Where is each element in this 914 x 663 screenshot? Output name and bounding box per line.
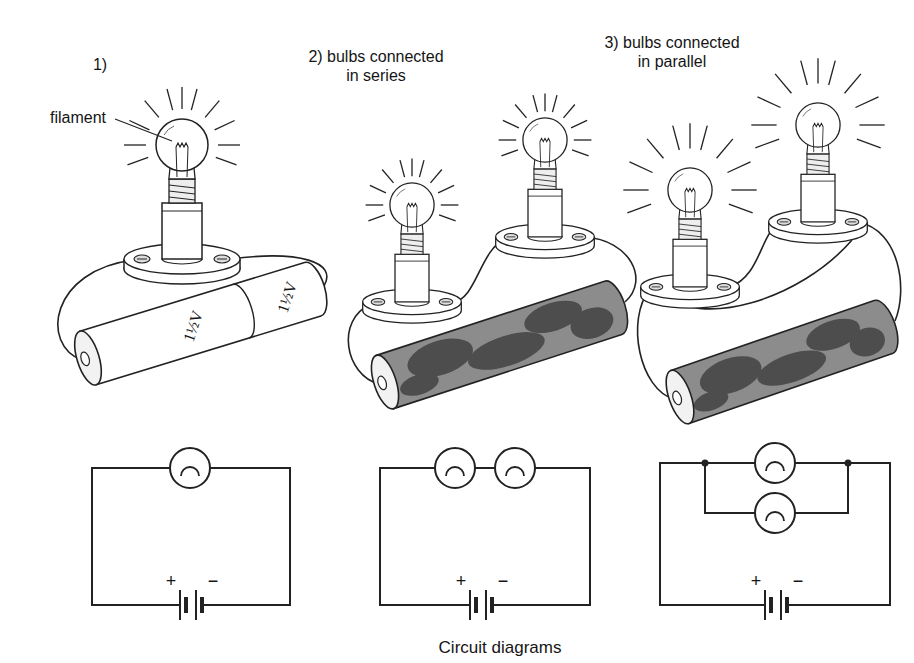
battery-terminal bbox=[79, 351, 91, 367]
leader-line bbox=[115, 119, 172, 141]
circuit-wire bbox=[705, 463, 755, 513]
lamp-symbol bbox=[170, 448, 210, 488]
shade bbox=[691, 387, 731, 416]
polarity-sign: − bbox=[793, 571, 804, 593]
battery-terminal bbox=[671, 390, 683, 406]
callout-number: 1) bbox=[93, 55, 107, 74]
circuit-wires bbox=[92, 463, 890, 605]
battery-symbol bbox=[180, 590, 202, 620]
lamp-symbol bbox=[755, 443, 795, 483]
lamp-symbol bbox=[435, 448, 475, 488]
lamp-symbol bbox=[755, 493, 795, 533]
battery-shading bbox=[682, 306, 889, 416]
bulb-on-holder bbox=[641, 168, 740, 308]
polarity-sign: − bbox=[208, 571, 219, 593]
battery-end bbox=[69, 328, 106, 388]
battery-symbol bbox=[765, 590, 787, 620]
cell-join bbox=[233, 281, 260, 338]
panel-heading: 3) bulbs connected in parallel bbox=[597, 33, 747, 71]
circuit-wire bbox=[787, 463, 890, 605]
polarity-sign: − bbox=[498, 571, 509, 593]
circuit-wire bbox=[660, 463, 765, 605]
panel-heading: 2) bulbs connected in series bbox=[301, 47, 451, 85]
shade bbox=[566, 302, 617, 344]
junction-dot bbox=[702, 460, 709, 467]
junction-dot bbox=[845, 460, 852, 467]
lamp-symbol bbox=[495, 448, 535, 488]
battery-body bbox=[671, 297, 904, 424]
circuit-wire bbox=[795, 463, 848, 513]
circuit-wire bbox=[202, 468, 290, 605]
polarity-sign: + bbox=[751, 571, 762, 593]
bulb-on-holder bbox=[363, 183, 462, 323]
circuit-wire bbox=[492, 468, 590, 605]
polarity-sign: + bbox=[166, 571, 177, 593]
circuit-wire bbox=[92, 468, 180, 605]
polarity-sign: + bbox=[456, 571, 467, 593]
part-name: filament bbox=[50, 108, 106, 127]
battery-end bbox=[366, 352, 404, 412]
shade bbox=[397, 369, 441, 400]
battery bbox=[660, 297, 903, 427]
battery-terminal bbox=[376, 375, 388, 391]
circuit-wire bbox=[475, 467, 495, 469]
bulb-on-holder bbox=[496, 118, 595, 258]
bulb-on-holder bbox=[124, 119, 240, 284]
shade bbox=[846, 323, 889, 361]
bulb-on-holder bbox=[769, 103, 868, 243]
battery-end bbox=[660, 367, 699, 427]
caption: Circuit diagrams bbox=[439, 638, 562, 658]
battery-symbol bbox=[470, 590, 492, 620]
